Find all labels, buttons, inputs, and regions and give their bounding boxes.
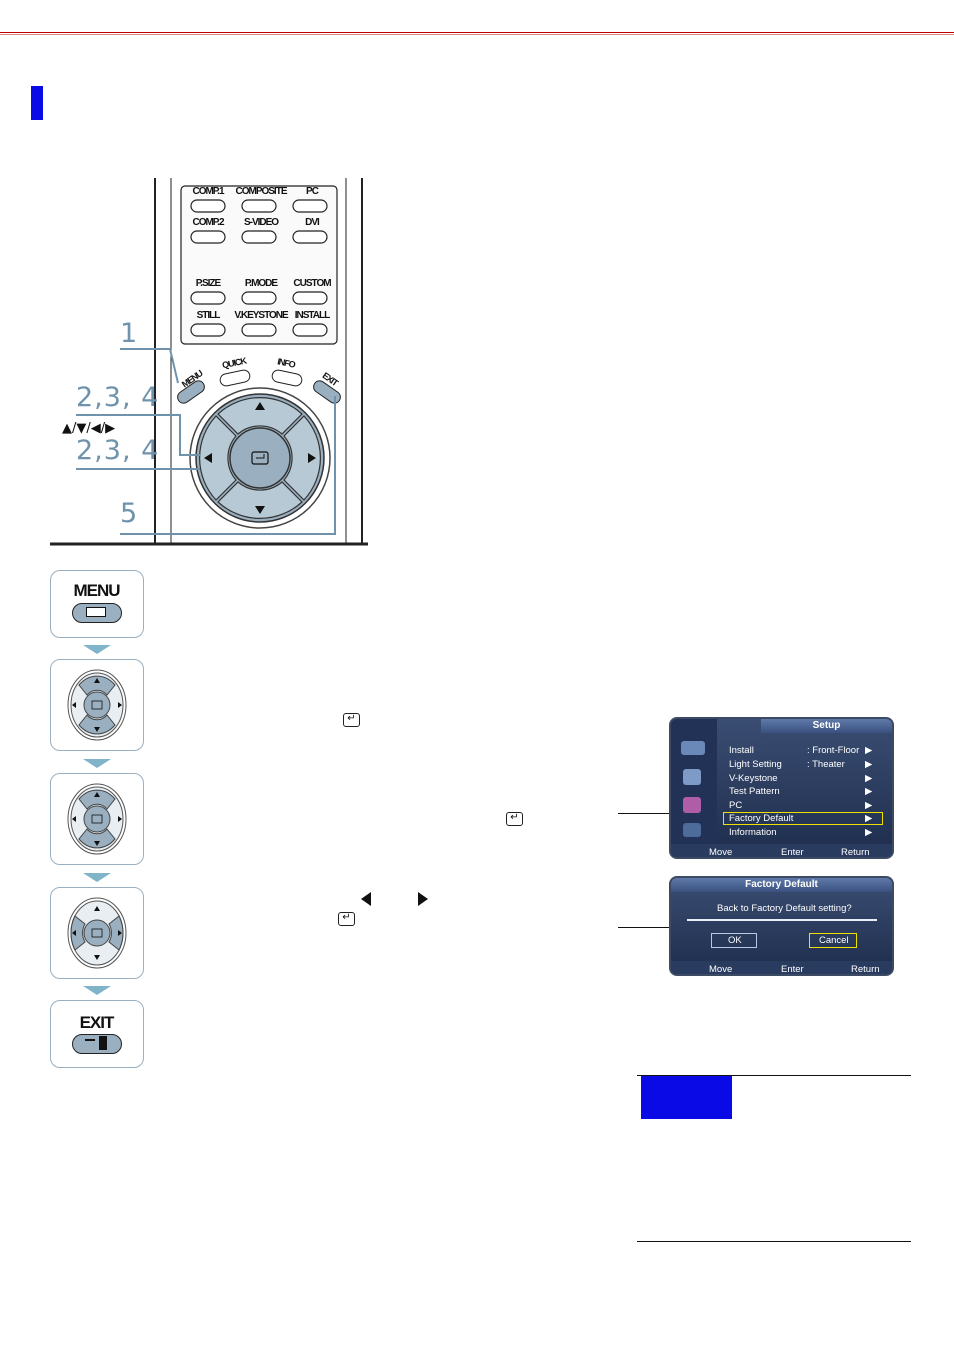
footer-move: Move	[709, 847, 733, 858]
submenu-arrow-icon: ▶	[865, 800, 873, 811]
header-rule	[0, 32, 954, 33]
setup-screen-leader	[618, 813, 670, 814]
enter-icon: ↵	[338, 912, 355, 926]
osd-title-bar: Setup	[761, 719, 892, 733]
callout-2-3-4-upper: 2,3, 4	[76, 382, 160, 413]
submenu-arrow-icon: ▶	[865, 745, 873, 756]
key-label-pc: PC	[306, 186, 319, 197]
osd-setup-icon	[683, 797, 701, 813]
step-arrow-1	[83, 645, 111, 654]
remote-illustration: COMP.1 COMPOSITE PC COMP.2 S-VIDEO DVI P…	[50, 178, 368, 546]
key-label-svideo: S-VIDEO	[243, 217, 279, 228]
footer-enter: Enter	[781, 847, 804, 858]
setup-item-pc[interactable]: PC	[729, 800, 743, 811]
section-marker	[31, 86, 43, 120]
osd-footer	[671, 844, 892, 857]
key-label-composite: COMPOSITE	[235, 186, 287, 197]
setup-title: Setup	[812, 720, 841, 731]
osd-title-bar: Factory Default	[671, 878, 892, 892]
callout-1: 1	[120, 318, 139, 349]
key-label-psize: P.SIZE	[195, 278, 221, 289]
navpad-lr-icon	[67, 897, 127, 969]
callout-5: 5	[120, 498, 139, 529]
remote-drawing	[50, 178, 368, 546]
submenu-arrow-icon: ▶	[865, 827, 873, 838]
left-arrow-icon	[361, 892, 371, 906]
right-arrow-icon	[418, 892, 428, 906]
key-label-pmode: P.MODE	[244, 278, 278, 289]
setup-item-light-setting[interactable]: Light Setting	[729, 759, 782, 770]
setup-item-v-keystone[interactable]: V-Keystone	[729, 773, 778, 784]
factory-screen-leader	[618, 927, 670, 928]
footer-enter: Enter	[781, 964, 804, 975]
header-rule-secondary	[0, 34, 954, 35]
setup-osd-screen: Setup Install : Front-Floor ▶ Light Sett…	[669, 717, 894, 859]
step-arrow-2	[83, 759, 111, 768]
key-label-comp2: COMP.2	[192, 217, 224, 228]
setup-item-information[interactable]: Information	[729, 827, 777, 838]
step-navpad-3	[50, 887, 144, 979]
note-badge	[641, 1076, 732, 1119]
step-arrow-4	[83, 986, 111, 995]
setup-item-factory-default[interactable]: Factory Default	[729, 813, 794, 824]
osd-input-icon	[681, 741, 705, 755]
exit-label: EXIT	[79, 1013, 115, 1032]
navpad-icon	[67, 783, 127, 855]
enter-icon: ↵	[506, 812, 523, 826]
cancel-label: Cancel	[819, 935, 849, 946]
setup-item-install[interactable]: Install	[729, 745, 754, 756]
menu-icon	[72, 603, 122, 623]
exit-icon	[72, 1034, 122, 1054]
key-label-still: STILL	[196, 310, 221, 321]
key-label-install: INSTALL	[294, 310, 330, 321]
key-label-vkeystone: V.KEYSTONE	[234, 310, 288, 321]
key-label-dvi: DVI	[305, 217, 320, 228]
osd-footer	[671, 961, 892, 974]
key-label-comp1: COMP.1	[192, 186, 224, 197]
footer-move: Move	[709, 964, 733, 975]
submenu-arrow-icon: ▶	[865, 786, 873, 797]
osd-sidebar	[671, 719, 717, 857]
factory-default-osd-screen: Factory Default Back to Factory Default …	[669, 876, 894, 976]
step-navpad-1	[50, 659, 144, 751]
step-navpad-2	[50, 773, 144, 865]
navpad-icon	[67, 669, 127, 741]
ok-button[interactable]: OK	[711, 933, 757, 948]
factory-default-question: Back to Factory Default setting?	[717, 903, 852, 914]
key-label-custom: CUSTOM	[293, 278, 331, 289]
setup-item-install-value: : Front-Floor	[807, 745, 860, 756]
submenu-arrow-icon: ▶	[865, 813, 873, 824]
ok-label: OK	[728, 935, 742, 946]
setup-item-light-setting-value: : Theater	[807, 759, 845, 770]
submenu-arrow-icon: ▶	[865, 759, 873, 770]
step-arrow-3	[83, 873, 111, 882]
factory-default-title: Factory Default	[745, 879, 818, 890]
step-exit-button: EXIT	[50, 1000, 144, 1068]
note-top-rule	[637, 1075, 911, 1076]
footer-return: Return	[851, 964, 880, 975]
menu-label: MENU	[73, 581, 120, 600]
selection-highlight	[723, 812, 883, 825]
footer-return: Return	[841, 847, 870, 858]
arrow-keys-label: ▲/▼/◀/▶	[62, 421, 116, 436]
note-bottom-rule	[637, 1241, 911, 1242]
cancel-button[interactable]: Cancel	[809, 933, 857, 948]
osd-divider	[687, 919, 877, 921]
setup-item-test-pattern[interactable]: Test Pattern	[729, 786, 780, 797]
submenu-arrow-icon: ▶	[865, 773, 873, 784]
osd-option-icon	[683, 823, 701, 837]
enter-icon: ↵	[343, 713, 360, 727]
callout-2-3-4-lower: 2,3, 4	[76, 435, 160, 466]
osd-picture-icon	[683, 769, 701, 785]
step-menu-button: MENU	[50, 570, 144, 638]
